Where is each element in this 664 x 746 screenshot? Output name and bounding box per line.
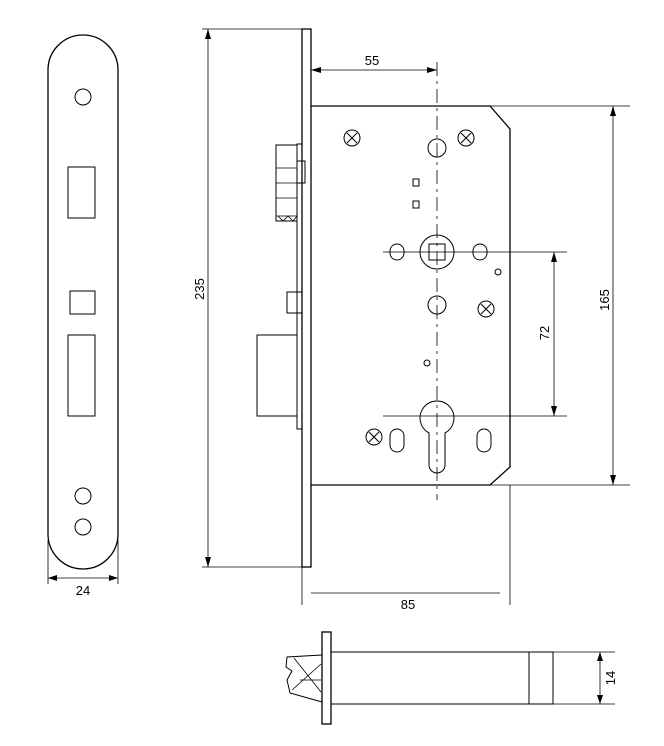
front-plate-inner — [296, 143, 303, 430]
dead-bolt-side — [256, 334, 298, 417]
centre-distance-label: 72 — [537, 326, 552, 340]
arrow-down — [597, 695, 603, 704]
spindle-square — [428, 243, 446, 261]
euro-cylinder-cutout — [419, 400, 455, 474]
arrow-up — [205, 29, 211, 39]
faceplate-bolt-opening — [67, 334, 96, 417]
arrow-left — [311, 67, 321, 73]
arrow-up — [610, 106, 616, 116]
arrow-right — [427, 67, 437, 73]
latch-thickness-label: 14 — [603, 671, 618, 685]
backset-label: 55 — [365, 53, 379, 68]
latch-bevel — [285, 654, 323, 703]
faceplate-auxiliary-opening — [69, 290, 96, 315]
arrow-down — [610, 475, 616, 485]
latch-detail — [291, 657, 322, 693]
latch-detail — [277, 215, 298, 222]
auxiliary-latch-side — [286, 291, 303, 314]
slot-left — [389, 243, 405, 261]
faceplate-screw-hole-bottom — [74, 518, 92, 536]
latch-body-rect — [330, 651, 554, 705]
faceplate-screw-hole-top — [74, 88, 92, 106]
screw-mark-top-right — [457, 129, 475, 147]
slot-right — [472, 243, 488, 261]
body-depth-label: 85 — [401, 597, 415, 612]
faceplate-screw-hole-lower — [74, 487, 92, 505]
faceplate-outline — [47, 34, 119, 570]
overall-height-label: 235 — [192, 278, 207, 300]
latch-plan-view: 14 — [285, 631, 618, 725]
small-pin-hole — [494, 268, 502, 276]
latch-faceplate-edge — [321, 631, 332, 725]
front-plate-side — [301, 28, 312, 568]
thumbturn-hole — [427, 295, 447, 315]
small-square-hole — [412, 178, 420, 187]
cylinder-slot-right — [476, 428, 492, 453]
arrow-down — [205, 557, 211, 567]
arrow-up — [551, 252, 557, 262]
lock-body-view: 235 165 55 — [192, 28, 630, 612]
spindle-follower — [419, 234, 455, 270]
cylinder-slot-left — [389, 428, 405, 453]
screw-mark-middle — [477, 300, 495, 318]
arrow-up — [597, 652, 603, 661]
small-square-hole — [412, 200, 420, 209]
faceplate-latch-opening — [67, 166, 96, 219]
screw-mark-top-left — [343, 129, 361, 147]
arrow-left — [48, 575, 57, 581]
faceplate-width-label: 24 — [76, 583, 90, 598]
arrow-down — [551, 406, 557, 416]
small-pin-hole — [423, 359, 431, 367]
screw-mark-bottom — [365, 428, 383, 446]
arrow-right — [109, 575, 118, 581]
body-height-label: 165 — [597, 289, 612, 311]
latch-tab — [296, 160, 306, 184]
lock-case-outline — [311, 105, 511, 486]
faceplate-view: 24 — [47, 34, 119, 598]
upper-hole — [427, 138, 447, 158]
